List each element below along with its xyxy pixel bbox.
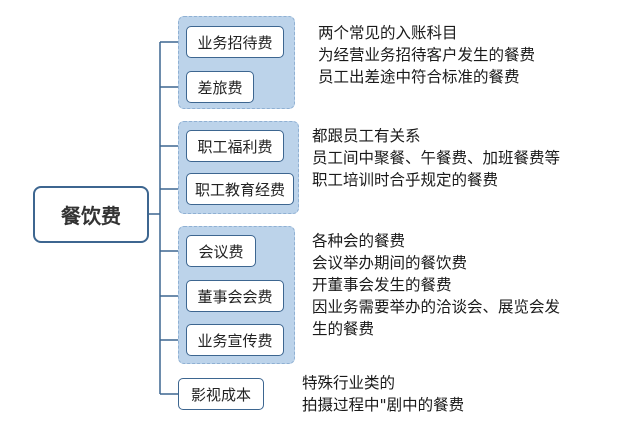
description-group-3: 各种会的餐费 会议举办期间的餐饮费 开董事会发生的餐费 因业务需要举办的洽谈会、… bbox=[312, 230, 560, 340]
description-line: 职工培训时合乎规定的餐费 bbox=[312, 171, 499, 189]
description-line: 拍摄过程中"剧中的餐费 bbox=[302, 396, 465, 414]
description-line: 为经营业务招待客户发生的餐费 bbox=[318, 46, 536, 64]
node-travel-expense: 差旅费 bbox=[186, 71, 254, 103]
root-node: 餐饮费 bbox=[33, 186, 149, 243]
description-line: 生的餐费 bbox=[312, 320, 375, 338]
node-employee-welfare: 职工福利费 bbox=[186, 130, 284, 162]
node-employee-education: 职工教育经费 bbox=[186, 173, 294, 205]
description-line: 员工出差途中符合标准的餐费 bbox=[318, 68, 520, 86]
description-line: 员工间中聚餐、午餐费、加班餐费等 bbox=[312, 149, 561, 167]
description-group-4: 特殊行业类的 拍摄过程中"剧中的餐费 bbox=[302, 372, 464, 416]
connector-trunk bbox=[149, 42, 161, 394]
description-line: 特殊行业类的 bbox=[302, 374, 396, 392]
description-line: 两个常见的入账科目 bbox=[318, 24, 458, 42]
node-board-meeting-expense: 董事会会费 bbox=[186, 280, 284, 312]
description-line: 都跟员工有关系 bbox=[312, 127, 421, 145]
description-line: 开董事会发生的餐费 bbox=[312, 276, 452, 294]
description-line: 各种会的餐费 bbox=[312, 232, 406, 250]
node-film-tv-cost: 影视成本 bbox=[178, 378, 264, 410]
node-meeting-expense: 会议费 bbox=[186, 235, 256, 267]
node-business-entertainment: 业务招待费 bbox=[186, 26, 284, 58]
description-line: 会议举办期间的餐饮费 bbox=[312, 254, 468, 272]
description-group-1: 两个常见的入账科目 为经营业务招待客户发生的餐费 员工出差途中符合标准的餐费 bbox=[318, 22, 535, 88]
description-line: 因业务需要举办的洽谈会、展览会发 bbox=[312, 298, 561, 316]
node-business-promotion: 业务宣传费 bbox=[186, 324, 284, 356]
description-group-2: 都跟员工有关系 员工间中聚餐、午餐费、加班餐费等 职工培训时合乎规定的餐费 bbox=[312, 125, 560, 191]
